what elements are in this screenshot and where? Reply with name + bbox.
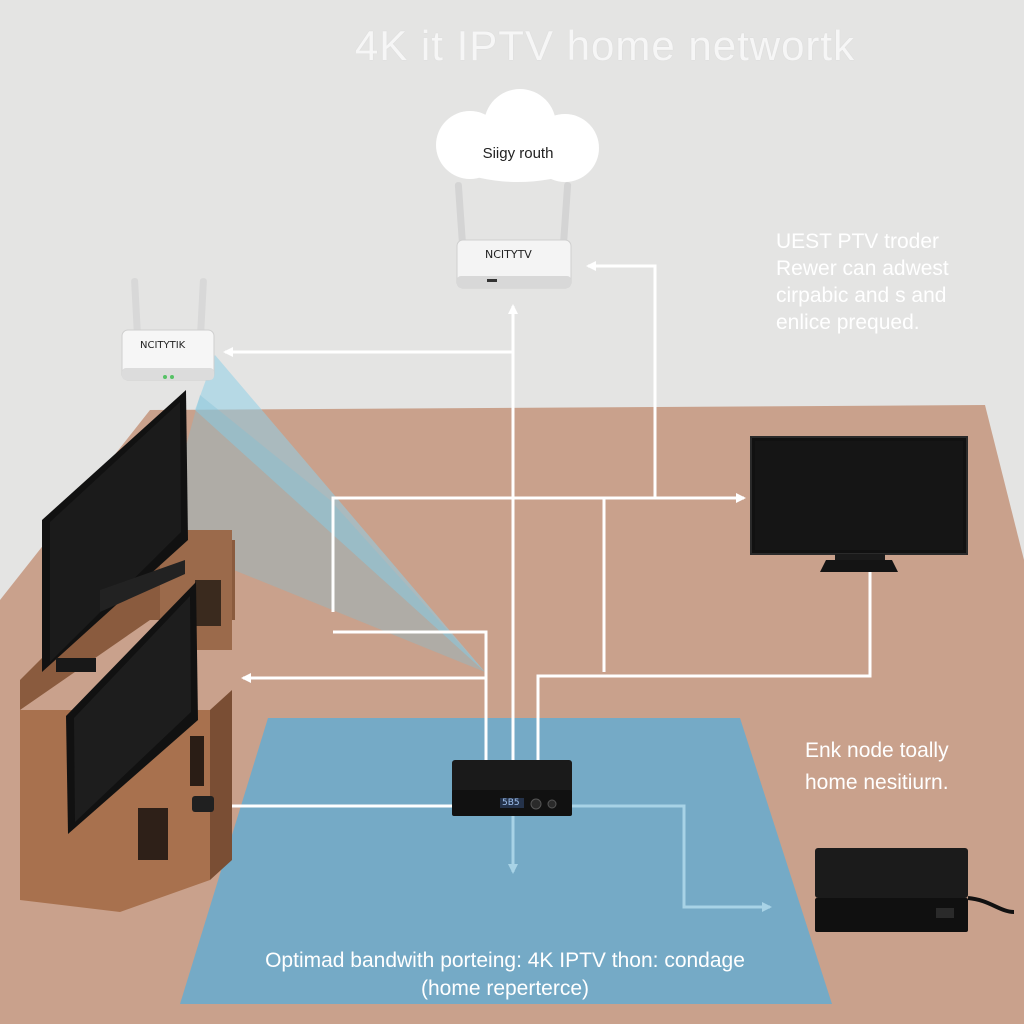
diagram-title: 4K it IPTV home networtk xyxy=(354,22,856,69)
link-left-tv xyxy=(243,630,488,760)
main-router-label: NCITYTV xyxy=(485,248,532,261)
caption-line: (home reperterce) xyxy=(420,977,590,1000)
note-top-line: UEST PTV troder xyxy=(776,230,939,253)
note-mid-line: Enk node toally xyxy=(805,739,949,762)
tv-icon-right xyxy=(750,436,968,572)
link-to-right-tv xyxy=(331,493,746,612)
tv-icon-left-lower xyxy=(66,582,198,834)
link-right-tv-loop xyxy=(536,560,872,760)
hdmi-dongle-icon xyxy=(192,796,214,812)
connection-lines xyxy=(220,261,872,811)
note-top-line: enlice prequed. xyxy=(776,311,920,334)
coverage-zone xyxy=(180,718,832,1004)
cloud-icon xyxy=(436,89,599,182)
main-router-icon xyxy=(454,182,572,289)
note-top: UEST PTV troder Rewer can adwest cirpabi… xyxy=(776,228,949,336)
settop-box-icon xyxy=(452,760,572,816)
link-tv-right-feed xyxy=(586,261,657,498)
settop-box-display: 5B5 xyxy=(502,798,520,808)
wifi-beam-inner xyxy=(160,395,485,672)
link-to-receiver xyxy=(572,804,772,912)
caption-line: Optimad bandwith porteing: 4K IPTV thon:… xyxy=(265,949,745,972)
wifi-beam xyxy=(195,355,485,672)
note-mid: Enk node toally home nesitiurn. xyxy=(805,735,949,799)
note-top-line: Rewer can adwest xyxy=(776,257,949,280)
tv-icon-left-upper xyxy=(42,390,188,672)
caption: Optimad bandwith porteing: 4K IPTV thon:… xyxy=(180,947,830,1003)
receiver-icon xyxy=(815,848,1015,932)
cloud-label: Siigy routh xyxy=(482,145,554,162)
side-router-icon xyxy=(121,278,215,381)
zone-lines xyxy=(508,804,772,912)
side-router-label: NCITYTIK xyxy=(140,340,186,351)
note-top-line: cirpabic and s and xyxy=(776,284,947,307)
note-mid-line: home nesitiurn. xyxy=(805,771,949,794)
